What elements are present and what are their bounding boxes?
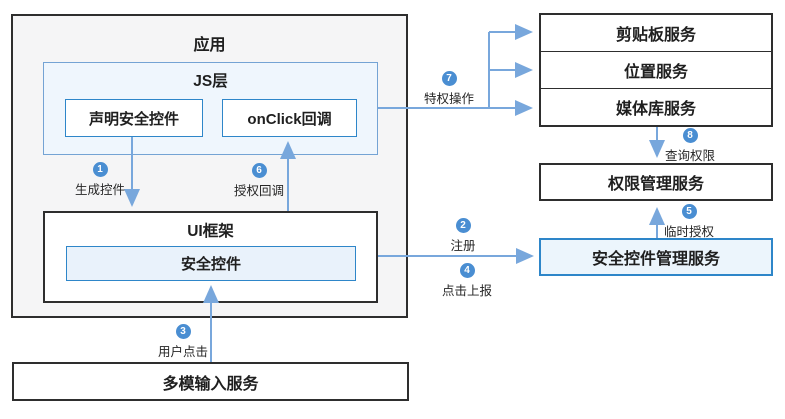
- step-6-badge: 6: [251, 163, 267, 178]
- step-7: 7 特权操作: [394, 71, 504, 107]
- step-6-label: 授权回调: [233, 184, 284, 198]
- app-title: 应用: [193, 37, 226, 54]
- step-4: 4 点击上报: [412, 263, 522, 299]
- step-1-badge: 1: [92, 162, 108, 177]
- media-library-service-box: 媒体库服务: [541, 88, 771, 125]
- step-6: 6 授权回调: [204, 163, 314, 199]
- step-8: 8 查询权限: [635, 128, 745, 164]
- step-5: 5 临时授权: [634, 204, 744, 240]
- declare-security-control-box: 声明安全控件: [65, 99, 203, 137]
- step-5-badge: 5: [681, 204, 697, 219]
- step-8-badge: 8: [682, 128, 698, 143]
- ui-framework-title: UI框架: [187, 223, 234, 240]
- onclick-callback-box: onClick回调: [222, 99, 357, 137]
- step-3: 3 用户点击: [128, 324, 238, 360]
- js-layer-title: JS层: [193, 73, 228, 90]
- step-1: 1 生成控件: [45, 162, 155, 198]
- step-1-label: 生成控件: [74, 183, 125, 197]
- step-2-badge: 2: [455, 218, 471, 233]
- system-services-stack: 剪贴板服务 位置服务 媒体库服务: [539, 13, 773, 127]
- step-7-badge: 7: [441, 71, 457, 86]
- permission-mgmt-service-box: 权限管理服务: [539, 163, 773, 201]
- clipboard-service-box: 剪贴板服务: [615, 27, 696, 44]
- step-2: 2 注册: [408, 218, 518, 254]
- security-control-mgmt-service-box: 安全控件管理服务: [539, 238, 773, 276]
- step-3-label: 用户点击: [157, 345, 208, 359]
- multimodal-input-service-box: 多模输入服务: [12, 362, 409, 401]
- security-control-box: 安全控件: [66, 246, 356, 281]
- step-4-label: 点击上报: [441, 284, 492, 298]
- step-3-badge: 3: [175, 324, 191, 339]
- step-7-label: 特权操作: [423, 92, 474, 106]
- step-8-label: 查询权限: [664, 149, 715, 163]
- step-2-label: 注册: [450, 239, 476, 253]
- location-service-box: 位置服务: [541, 51, 771, 88]
- step-4-badge: 4: [459, 263, 475, 278]
- step-5-label: 临时授权: [663, 225, 714, 239]
